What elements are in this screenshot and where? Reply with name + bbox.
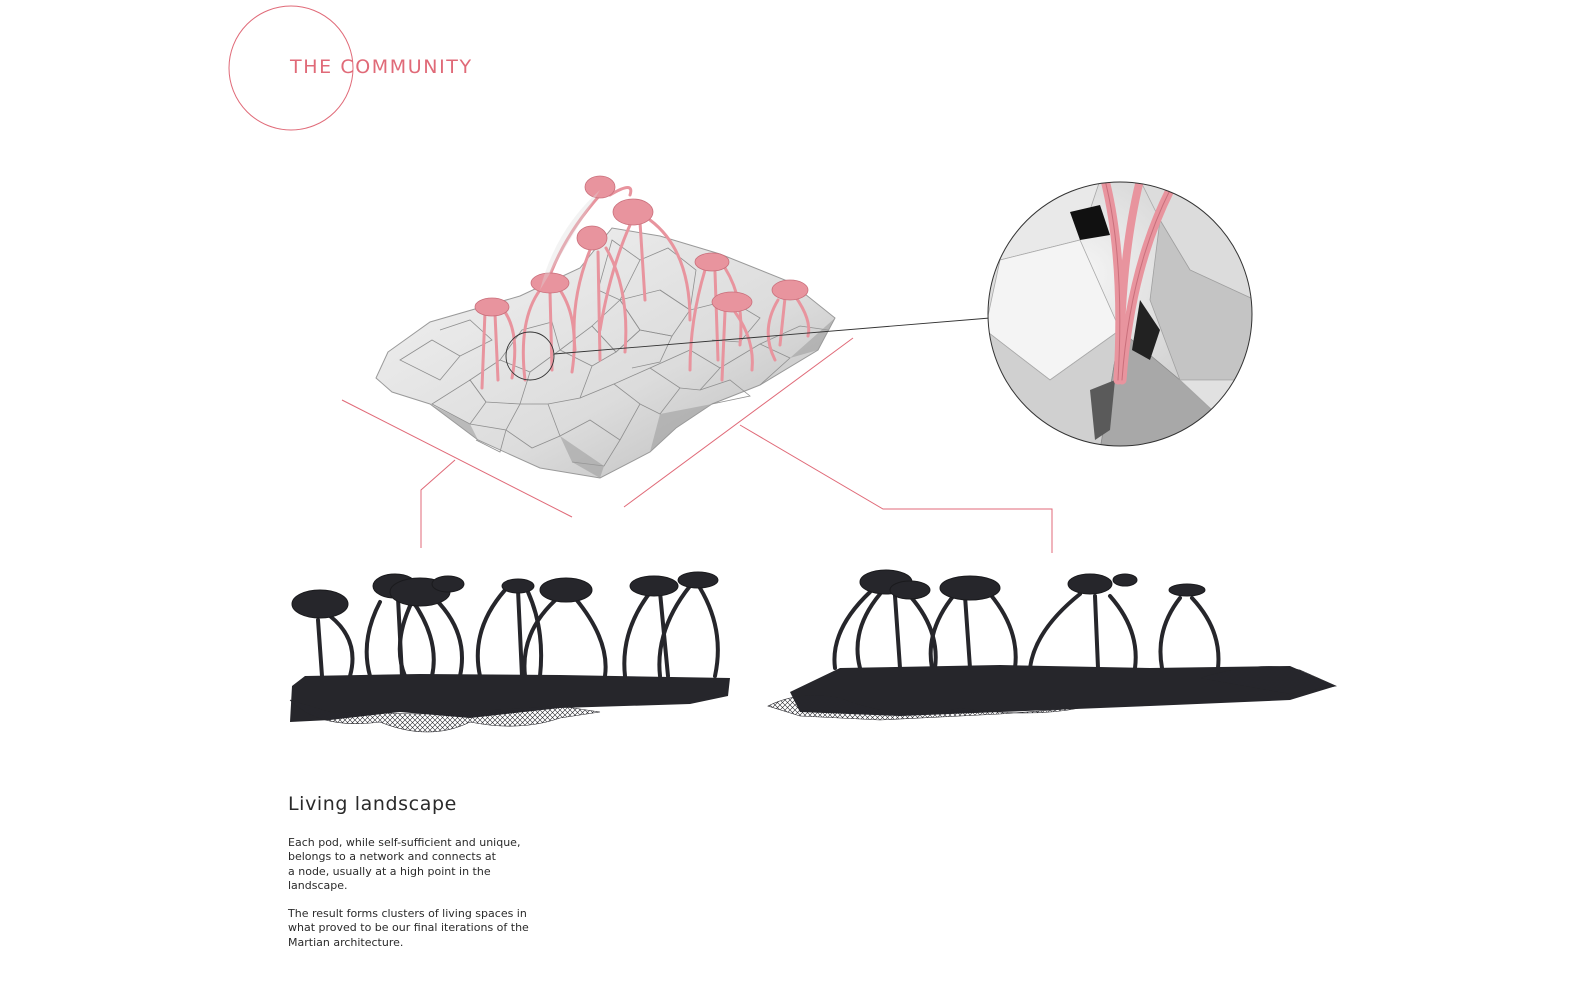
title-circle (228, 5, 354, 131)
paragraph-line: belongs to a network and connects at (288, 850, 496, 864)
section-heading: Living landscape (288, 793, 457, 815)
paragraph-line: landscape. (288, 878, 348, 892)
page-title: THE COMMUNITY (290, 56, 473, 78)
terrain-model (375, 175, 836, 479)
paragraph-line: The result forms clusters of living spac… (288, 907, 527, 920)
elevation-left (289, 571, 730, 733)
elevation-right (767, 569, 1338, 721)
zoom-leader-line (553, 317, 991, 355)
paragraph-line: Martian architecture. (288, 935, 404, 949)
zoom-detail (987, 181, 1253, 447)
connector-lines (341, 337, 1053, 553)
paragraph-line: Each pod, while self-sufficient and uniq… (288, 836, 521, 849)
paragraph-2: The result forms clusters of living spac… (288, 907, 529, 950)
focus-circle (505, 331, 555, 381)
paragraph-line: what proved to be our final iterations o… (288, 921, 529, 935)
paragraph-1: Each pod, while self-sufficient and uniq… (288, 836, 520, 893)
paragraph-line: a node, usually at a high point in the (288, 864, 491, 878)
